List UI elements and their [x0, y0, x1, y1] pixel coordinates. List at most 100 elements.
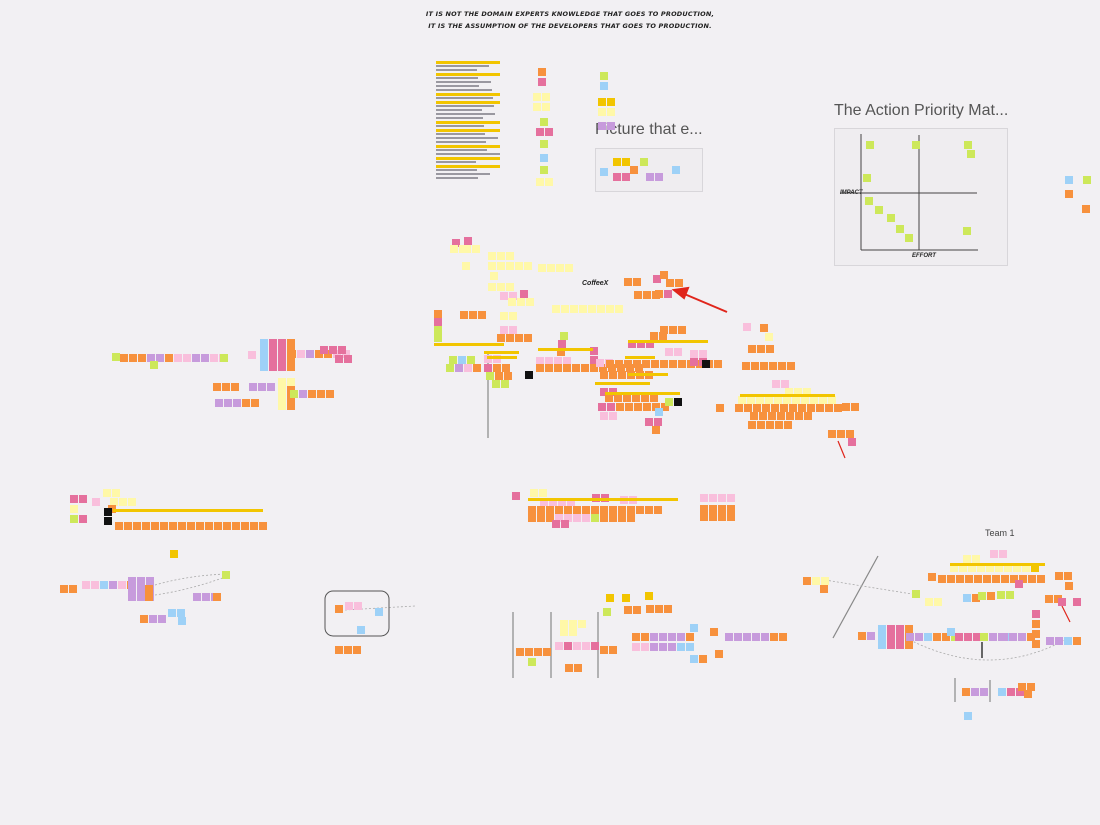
sticky-note[interactable]	[540, 140, 548, 148]
sticky-note[interactable]	[624, 360, 632, 368]
sticky-note[interactable]	[660, 360, 668, 368]
sticky-note[interactable]	[613, 173, 621, 181]
sticky-note[interactable]	[787, 362, 795, 370]
sticky-note[interactable]	[287, 402, 295, 410]
sticky-note[interactable]	[192, 354, 200, 362]
sticky-note[interactable]	[147, 354, 155, 362]
sticky-note[interactable]	[987, 592, 995, 600]
sticky-note[interactable]	[819, 396, 827, 404]
sticky-note[interactable]	[1065, 176, 1073, 184]
sticky-note[interactable]	[193, 593, 201, 601]
sticky-note[interactable]	[260, 363, 268, 371]
sticky-note[interactable]	[528, 658, 536, 666]
sticky-note[interactable]	[628, 340, 636, 348]
sticky-note[interactable]	[552, 305, 560, 313]
sticky-note[interactable]	[1032, 610, 1040, 618]
sticky-note[interactable]	[251, 399, 259, 407]
sticky-note[interactable]	[650, 643, 658, 651]
sticky-note[interactable]	[572, 364, 580, 372]
sticky-note[interactable]	[137, 577, 145, 585]
sticky-note[interactable]	[652, 403, 660, 411]
sticky-note[interactable]	[202, 593, 210, 601]
sticky-note[interactable]	[709, 494, 717, 502]
sticky-note[interactable]	[600, 168, 608, 176]
sticky-note[interactable]	[213, 383, 221, 391]
sticky-note[interactable]	[201, 354, 209, 362]
sticky-note[interactable]	[326, 390, 334, 398]
sticky-note[interactable]	[607, 108, 615, 116]
sticky-note[interactable]	[478, 311, 486, 319]
sticky-note[interactable]	[828, 396, 836, 404]
sticky-note[interactable]	[738, 396, 746, 404]
sticky-note[interactable]	[540, 154, 548, 162]
sticky-note[interactable]	[278, 394, 286, 402]
sticky-note[interactable]	[546, 506, 554, 514]
sticky-note[interactable]	[464, 364, 472, 372]
sticky-note[interactable]	[655, 605, 663, 613]
sticky-note[interactable]	[600, 82, 608, 90]
sticky-note[interactable]	[986, 564, 994, 572]
sticky-note[interactable]	[108, 505, 116, 513]
sticky-note[interactable]	[997, 591, 1005, 599]
sticky-note[interactable]	[643, 291, 651, 299]
sticky-note[interactable]	[757, 345, 765, 353]
sticky-note[interactable]	[187, 522, 195, 530]
highlight-bar[interactable]	[740, 394, 835, 397]
sticky-note[interactable]	[573, 642, 581, 650]
sticky-note[interactable]	[335, 646, 343, 654]
sticky-note[interactable]	[278, 363, 286, 371]
sticky-note[interactable]	[269, 355, 277, 363]
sticky-note[interactable]	[699, 350, 707, 358]
sticky-note[interactable]	[561, 520, 569, 528]
sticky-note[interactable]	[591, 514, 599, 522]
sticky-note[interactable]	[725, 633, 733, 641]
sticky-note[interactable]	[753, 404, 761, 412]
sticky-note[interactable]	[434, 310, 442, 318]
sticky-note[interactable]	[579, 305, 587, 313]
sticky-note[interactable]	[636, 506, 644, 514]
sticky-note[interactable]	[338, 346, 346, 354]
sticky-note[interactable]	[690, 350, 698, 358]
sticky-note[interactable]	[875, 206, 883, 214]
sticky-note[interactable]	[260, 339, 268, 347]
sticky-note[interactable]	[625, 403, 633, 411]
sticky-note[interactable]	[992, 575, 1000, 583]
sticky-note[interactable]	[600, 412, 608, 420]
sticky-note[interactable]	[557, 348, 565, 356]
sticky-note[interactable]	[525, 648, 533, 656]
sticky-note[interactable]	[258, 383, 266, 391]
sticky-note[interactable]	[578, 620, 586, 628]
sticky-note[interactable]	[569, 620, 577, 628]
sticky-note[interactable]	[781, 380, 789, 388]
sticky-note[interactable]	[878, 625, 886, 633]
sticky-note[interactable]	[887, 625, 895, 633]
sticky-note[interactable]	[196, 522, 204, 530]
sticky-note[interactable]	[563, 357, 571, 365]
sticky-note[interactable]	[124, 522, 132, 530]
sticky-note[interactable]	[581, 364, 589, 372]
sticky-note[interactable]	[828, 430, 836, 438]
sticky-note[interactable]	[672, 166, 680, 174]
sticky-note[interactable]	[718, 494, 726, 502]
sticky-note[interactable]	[652, 426, 660, 434]
sticky-note[interactable]	[842, 403, 850, 411]
sticky-note[interactable]	[600, 72, 608, 80]
sticky-note[interactable]	[137, 593, 145, 601]
sticky-note[interactable]	[112, 489, 120, 497]
sticky-note[interactable]	[160, 522, 168, 530]
sticky-note[interactable]	[762, 404, 770, 412]
sticky-note[interactable]	[825, 404, 833, 412]
sticky-note[interactable]	[690, 624, 698, 632]
sticky-note[interactable]	[588, 305, 596, 313]
sticky-note[interactable]	[769, 362, 777, 370]
sticky-note[interactable]	[542, 103, 550, 111]
sticky-note[interactable]	[780, 404, 788, 412]
sticky-note[interactable]	[79, 515, 87, 523]
sticky-note[interactable]	[524, 334, 532, 342]
sticky-note[interactable]	[973, 633, 981, 641]
sticky-note[interactable]	[756, 396, 764, 404]
highlight-bar[interactable]	[625, 356, 655, 359]
sticky-note[interactable]	[642, 360, 650, 368]
sticky-note[interactable]	[278, 355, 286, 363]
sticky-note[interactable]	[964, 633, 972, 641]
